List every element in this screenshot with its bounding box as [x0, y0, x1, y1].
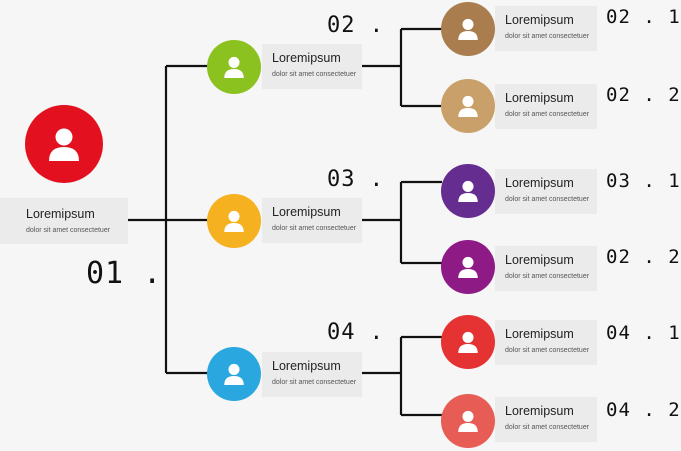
leaf-number-02-2: 02 . 2 [606, 84, 681, 106]
branch-title-02: Loremipsum [272, 51, 341, 65]
person-icon [458, 18, 478, 41]
leaf-number-02-1: 02 . 1 [606, 6, 681, 28]
branch-avatar-02 [207, 40, 261, 94]
leaf-subtitle-02-2: dolor sit amet consectetuer [505, 111, 590, 118]
leaf-subtitle-04-2: dolor sit amet consectetuer [505, 424, 590, 431]
leaf-number-03-1: 03 . 1 [606, 170, 681, 192]
person-icon [458, 331, 478, 354]
leaf-number-04-1: 04 . 1 [606, 322, 681, 344]
leaf-title-02-1: Loremipsum [505, 13, 574, 27]
leaf-avatar-03-2 [441, 240, 495, 294]
person-icon [224, 56, 244, 79]
root-title: Loremipsum [26, 207, 95, 221]
leaf-number-04-2: 04 . 2 [606, 399, 681, 421]
branch-number-03: 03 . [327, 167, 384, 192]
branch-card-02: Loremipsum dolor sit amet consectetuer [262, 44, 362, 89]
leaf-card-04-2: Loremipsum dolor sit amet consectetuer [495, 397, 597, 442]
person-icon [224, 363, 244, 386]
branch-number-04: 04 . [327, 320, 384, 345]
branch-card-03: Loremipsum dolor sit amet consectetuer [262, 198, 362, 243]
person-icon [458, 95, 478, 118]
branch-avatar-04 [207, 347, 261, 401]
person-icon [458, 410, 478, 433]
person-icon [49, 128, 79, 161]
root-avatar-circle [25, 105, 103, 183]
branch-subtitle-03: dolor sit amet consectetuer [272, 225, 357, 232]
branch-subtitle-02: dolor sit amet consectetuer [272, 71, 357, 78]
branch-title-04: Loremipsum [272, 359, 341, 373]
person-icon [458, 180, 478, 203]
branch-number-02: 02 . [327, 13, 384, 38]
leaf-card-03-2: Loremipsum dolor sit amet consectetuer [495, 246, 597, 291]
leaf-subtitle-03-2: dolor sit amet consectetuer [505, 273, 590, 280]
leaf-number-03-2: 02 . 2 [606, 246, 681, 268]
leaf-title-03-1: Loremipsum [505, 176, 574, 190]
leaf-subtitle-04-1: dolor sit amet consectetuer [505, 347, 590, 354]
leaf-avatar-02-1 [441, 2, 495, 56]
leaf-avatar-02-2 [441, 79, 495, 133]
leaf-subtitle-02-1: dolor sit amet consectetuer [505, 33, 590, 40]
leaf-avatar-03-1 [441, 164, 495, 218]
connector-lines [128, 27, 442, 417]
leaf-card-02-1: Loremipsum dolor sit amet consectetuer [495, 6, 597, 51]
leaf-avatar-04-1 [441, 315, 495, 369]
leaf-card-04-1: Loremipsum dolor sit amet consectetuer [495, 320, 597, 365]
leaf-card-03-1: Loremipsum dolor sit amet consectetuer [495, 169, 597, 214]
person-icon [458, 256, 478, 279]
leaf-subtitle-03-1: dolor sit amet consectetuer [505, 196, 590, 203]
leaf-avatar-04-2 [441, 394, 495, 448]
leaf-title-04-1: Loremipsum [505, 327, 574, 341]
branch-title-03: Loremipsum [272, 205, 341, 219]
leaf-title-03-2: Loremipsum [505, 253, 574, 267]
leaf-title-02-2: Loremipsum [505, 91, 574, 105]
branch-card-04: Loremipsum dolor sit amet consectetuer [262, 352, 362, 397]
branch-subtitle-04: dolor sit amet consectetuer [272, 379, 357, 386]
root-number: 01 . [86, 256, 163, 291]
root-card: Loremipsum dolor sit amet consectetuer [0, 198, 128, 244]
leaf-card-02-2: Loremipsum dolor sit amet consectetuer [495, 84, 597, 129]
branch-avatar-03 [207, 194, 261, 248]
person-icon [224, 210, 244, 233]
root-subtitle: dolor sit amet consectetuer [26, 227, 111, 234]
leaf-title-04-2: Loremipsum [505, 404, 574, 418]
